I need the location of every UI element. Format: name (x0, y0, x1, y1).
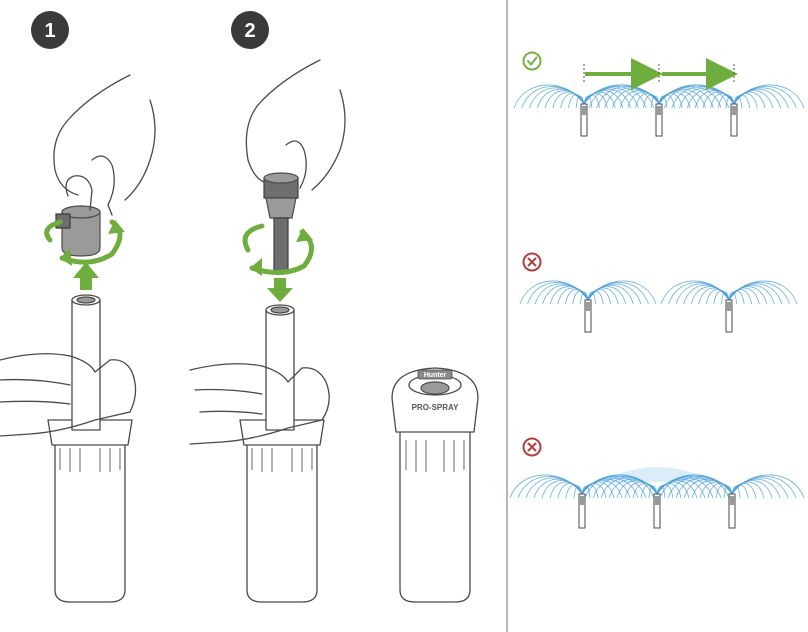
spray-head (513, 84, 655, 137)
step-badge-1: 1 (31, 11, 69, 49)
step-badge-2: 2 (231, 11, 269, 49)
spray-head (663, 84, 805, 137)
step-number-1: 1 (44, 20, 55, 42)
down-arrow-2 (267, 278, 293, 302)
assembled-sprinkler: Hunter PRO-SPRAY (391, 367, 479, 603)
step-2-illustration (189, 59, 346, 603)
x-circle-icon (522, 437, 542, 457)
rotate-arrow-2 (242, 223, 314, 275)
spray-patterns-correct (513, 84, 805, 137)
spray-head (588, 84, 730, 137)
step-1-illustration (0, 74, 156, 603)
spray-head (660, 280, 798, 333)
holding-hand-1 (0, 353, 137, 437)
nozzle-tool-1 (55, 175, 101, 257)
spray-head (584, 474, 730, 529)
check-circle-icon (522, 51, 542, 71)
nozzle-assembly-2 (263, 172, 299, 274)
sprinkler-body-1 (47, 294, 133, 603)
holding-hand-2 (189, 363, 330, 445)
incorrect-spacing-too-far (519, 252, 798, 333)
step-number-2: 2 (244, 20, 255, 42)
up-arrow-1 (73, 262, 99, 290)
cap-model-label: PRO-SPRAY (412, 403, 459, 412)
incorrect-spacing-too-close (509, 437, 805, 529)
spray-patterns-too-far (519, 280, 798, 333)
cap-brand-label: Hunter (424, 372, 447, 379)
overlap-area (600, 467, 714, 482)
x-circle-icon (522, 252, 542, 272)
spray-patterns-too-close (509, 474, 805, 529)
upper-hand-1 (53, 74, 156, 216)
spray-head (659, 474, 805, 529)
correct-spacing-example (513, 51, 805, 137)
spray-head (519, 280, 657, 333)
sprinkler-body-2 (239, 304, 325, 603)
spray-head (509, 474, 655, 529)
upper-hand-2 (245, 59, 346, 191)
